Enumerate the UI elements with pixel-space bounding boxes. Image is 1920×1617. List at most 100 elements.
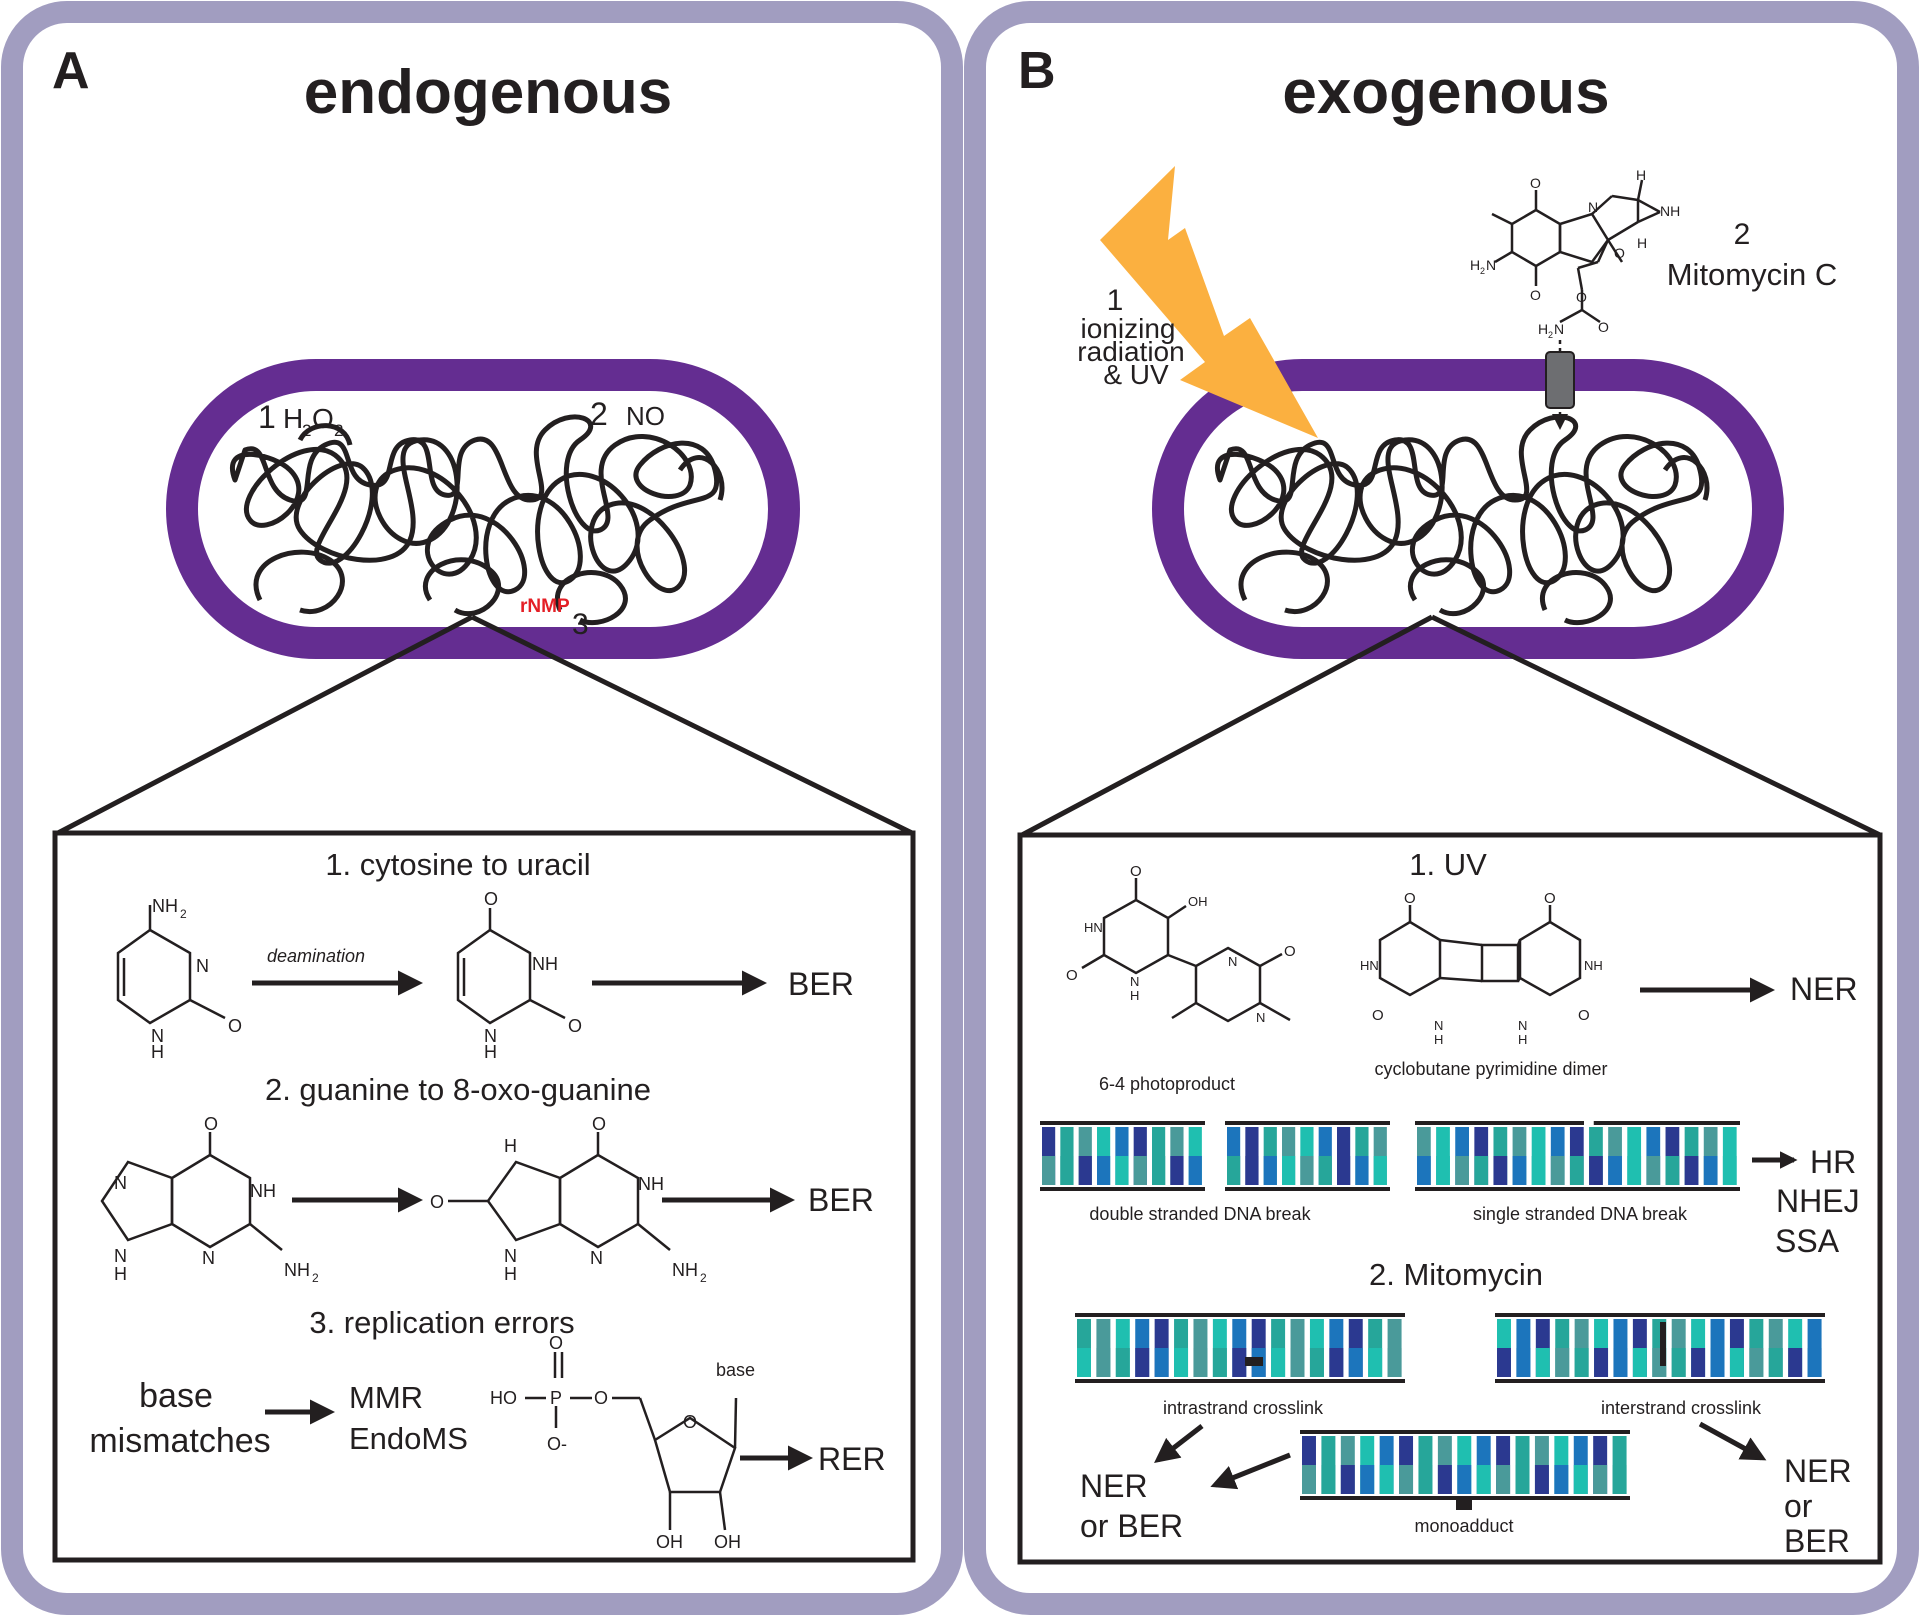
base-pair-lower — [1097, 1156, 1111, 1185]
base-pair-lower — [1589, 1156, 1603, 1185]
cpd-o-bottom-right: O — [1578, 1007, 1590, 1024]
base-pair-lower — [1515, 1465, 1530, 1494]
cpd-n-bottom-left: N — [1434, 1018, 1443, 1033]
base-pair-lower — [1512, 1156, 1527, 1185]
base-pair-lower — [1569, 1156, 1584, 1185]
ds-break-label: double stranded DNA break — [1089, 1204, 1311, 1224]
left-result-1: NER — [1080, 1468, 1148, 1504]
base-pair-lower — [1282, 1156, 1296, 1185]
sec3-left-line2: mismatches — [89, 1422, 270, 1460]
base-pair-lower — [1665, 1156, 1680, 1185]
sec3-mid-line2: EndoMS — [349, 1421, 468, 1456]
sec3-mid-line1: MMR — [349, 1380, 423, 1415]
photo-n-methyl: N — [1256, 1010, 1265, 1025]
mito-carbamate-h: H — [1538, 321, 1548, 337]
right-result-2: or — [1784, 1488, 1813, 1524]
ss-break-ladder — [1415, 1121, 1740, 1191]
sec1-title-a: 1. cytosine to uracil — [325, 847, 590, 882]
base-pair-lower — [1193, 1348, 1208, 1377]
base-pair-lower — [1516, 1348, 1531, 1377]
photo-n-right: N — [1228, 954, 1237, 969]
base-pair-lower — [1703, 1156, 1718, 1185]
ss-break-label: single stranded DNA break — [1473, 1204, 1688, 1224]
base-pair-lower — [1078, 1156, 1092, 1185]
base-pair-lower — [1531, 1156, 1546, 1185]
photo-o-right: O — [1284, 943, 1296, 960]
photo-n-bottom: N — [1130, 974, 1139, 989]
dna-tangle-a — [230, 414, 720, 595]
base-pair-lower — [1300, 1156, 1314, 1185]
photoproduct-label: 6-4 photoproduct — [1099, 1074, 1235, 1094]
source2-name: Mitomycin C — [1667, 257, 1838, 292]
base-pair-lower — [1152, 1156, 1166, 1185]
base-pair-lower — [1788, 1348, 1803, 1377]
base-pair-lower — [1608, 1156, 1622, 1185]
sec1-result-b: NER — [1790, 971, 1858, 1007]
photo-o-top: O — [1130, 863, 1142, 880]
cytosine-nh2-label: NH — [152, 896, 178, 916]
base-pair-lower — [1212, 1348, 1227, 1377]
monoadduct-ladder — [1300, 1430, 1630, 1510]
guanine-n9-label: N — [114, 1246, 127, 1266]
mito-h-top: H — [1636, 167, 1646, 183]
base-pair-lower — [1627, 1156, 1642, 1185]
base-pair-lower — [1593, 1465, 1608, 1494]
oxoguanine-o-top: O — [592, 1114, 606, 1134]
source1-num: 1 — [1107, 284, 1124, 317]
base-pair-lower — [1671, 1348, 1686, 1377]
intrastrand-ladder — [1075, 1313, 1405, 1383]
photo-hn-label: HN — [1084, 920, 1103, 935]
cell-label-no-text: NO — [626, 401, 665, 431]
base-pair-lower — [1550, 1156, 1565, 1185]
base-pair-lower — [1474, 1156, 1489, 1185]
intrastrand-arrow — [1154, 1424, 1204, 1464]
sec1-title-b: 1. UV — [1409, 847, 1487, 882]
base-pair-lower — [1574, 1348, 1589, 1377]
base-pair-lower — [1368, 1348, 1383, 1377]
cell-membrane-b — [1152, 359, 1784, 659]
panel-b-letter: B — [1018, 42, 1056, 100]
adduct-mark — [1456, 1498, 1472, 1510]
ribonucleotide-structure: O HO P O O- O base OH OH — [490, 1333, 755, 1552]
sec1-result-a: BER — [788, 966, 854, 1002]
right-result-1: NER — [1784, 1453, 1852, 1489]
panel-b-title: exogenous — [1282, 58, 1609, 127]
base-pair-lower — [1476, 1465, 1491, 1494]
base-pair-lower — [1418, 1465, 1433, 1494]
cell-label-rnmp-num: 3 — [572, 608, 589, 641]
base-pair-lower — [1497, 1348, 1511, 1377]
cytosine-h-label: H — [151, 1042, 164, 1062]
monoadduct-label: monoadduct — [1414, 1516, 1513, 1536]
photo-oh-label: OH — [1188, 894, 1208, 909]
base-pair-lower — [1496, 1465, 1511, 1494]
base-pair-lower — [1188, 1156, 1202, 1185]
cpd-n-bottom-right: N — [1518, 1018, 1527, 1033]
guanine-nh2-sub: 2 — [312, 1271, 319, 1285]
base-pair-lower — [1768, 1348, 1783, 1377]
sec3-left-line1: base — [139, 1377, 213, 1415]
photo-h-bottom: H — [1130, 988, 1139, 1003]
oxoguanine-o-left: O — [430, 1192, 444, 1212]
mito-o-carbonyl: O — [1598, 319, 1609, 335]
base-pair-lower — [1232, 1348, 1247, 1377]
base-pair-lower — [1309, 1348, 1324, 1377]
cytosine-nh2-sub: 2 — [180, 907, 187, 921]
sec3-title-a: 3. replication errors — [309, 1305, 574, 1340]
base-pair-lower — [1271, 1348, 1286, 1377]
cpd-nh-right: NH — [1584, 958, 1603, 973]
cell-label-no-num: 2 — [590, 396, 608, 432]
mito-h-mid: H — [1637, 235, 1647, 251]
cytosine-structure: NH 2 N N H O — [116, 896, 242, 1062]
uracil-nh-label: NH — [532, 954, 558, 974]
interstrand-arrow — [1698, 1421, 1767, 1461]
base-pair-lower — [1493, 1156, 1508, 1185]
mito-carbamate-n: N — [1554, 321, 1564, 337]
base-pair-lower — [1722, 1156, 1737, 1185]
cell-membrane-a — [166, 359, 800, 659]
base-pair-lower — [1573, 1465, 1588, 1494]
base-pair-lower — [1437, 1465, 1452, 1494]
break-result-2: NHEJ — [1776, 1183, 1860, 1219]
mito-h2n-n: N — [1486, 257, 1496, 273]
base-pair-lower — [1340, 1465, 1355, 1494]
